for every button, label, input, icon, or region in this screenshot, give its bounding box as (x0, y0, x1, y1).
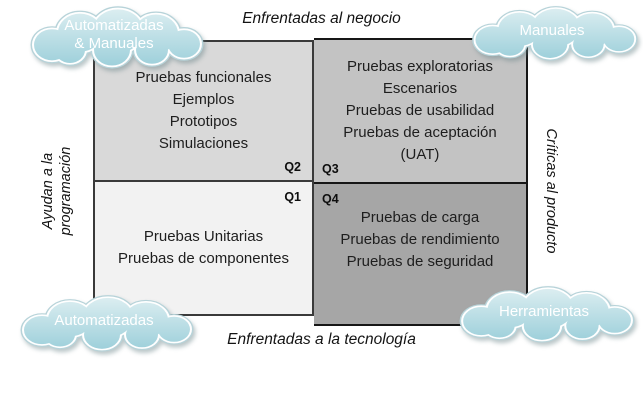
cloud-label-line: Automatizadas (54, 312, 154, 329)
cloud-label-line: & Manuales (74, 35, 154, 52)
axis-title-right: Críticas al producto (543, 128, 559, 254)
cloud-label-top-left: Automatizadas & Manuales (22, 5, 206, 65)
quadrant-item: (UAT) (400, 146, 440, 163)
quadrant-item: Pruebas de aceptación (343, 124, 497, 141)
quadrant-q1: Pruebas Unitarias Pruebas de componentes… (93, 182, 314, 316)
quadrant-item: Pruebas exploratorias (347, 58, 493, 75)
cloud-label-top-right: Manuales (464, 5, 640, 57)
quadrant-q3-label: Q3 (322, 162, 339, 176)
cloud-label-line: Automatizadas (64, 17, 164, 34)
cloud-label-bottom-right: Herramientas (451, 285, 637, 339)
quadrant-q3: Pruebas exploratorias Escenarios Pruebas… (314, 38, 528, 184)
quadrant-item: Pruebas de seguridad (346, 253, 494, 270)
quadrant-q2-content: Pruebas funcionales Ejemplos Prototipos … (95, 42, 312, 180)
quadrant-item: Pruebas de carga (360, 209, 480, 226)
quadrant-q4-label: Q4 (322, 192, 339, 206)
quadrant-q2: Pruebas funcionales Ejemplos Prototipos … (93, 40, 314, 182)
cloud-label-line: Manuales (519, 22, 585, 39)
quadrant-item: Pruebas Unitarias (143, 228, 264, 245)
quadrant-item: Escenarios (382, 80, 458, 97)
quadrant-item: Pruebas de usabilidad (345, 102, 495, 119)
axis-title-left: Ayudan a la programación (39, 147, 75, 236)
cloud-label-bottom-left: Automatizadas (12, 294, 196, 348)
quadrant-q1-content: Pruebas Unitarias Pruebas de componentes (95, 182, 312, 314)
quadrant-q4: Pruebas de carga Pruebas de rendimiento … (314, 184, 528, 326)
quadrant-item: Ejemplos (172, 91, 235, 108)
quadrant-item: Prototipos (169, 113, 238, 130)
quadrant-item: Pruebas de componentes (118, 250, 289, 267)
quadrant-item: Simulaciones (158, 135, 249, 152)
cloud-label-line: Herramientas (498, 303, 590, 320)
quadrant-item: Pruebas de rendimiento (340, 231, 500, 248)
axis-title-top: Enfrentadas al negocio (242, 10, 401, 27)
axis-title-bottom: Enfrentadas a la tecnología (227, 331, 416, 348)
axis-title-left-line1: Ayudan a la (40, 152, 56, 230)
quadrant-item: Pruebas funcionales (135, 69, 272, 86)
quadrant-q4-content: Pruebas de carga Pruebas de rendimiento … (314, 170, 526, 310)
quadrant-q1-label: Q1 (284, 190, 301, 204)
quadrant-q3-content: Pruebas exploratorias Escenarios Pruebas… (314, 40, 526, 182)
quadrant-q2-label: Q2 (284, 160, 301, 174)
axis-title-left-line2: programación (58, 146, 74, 236)
